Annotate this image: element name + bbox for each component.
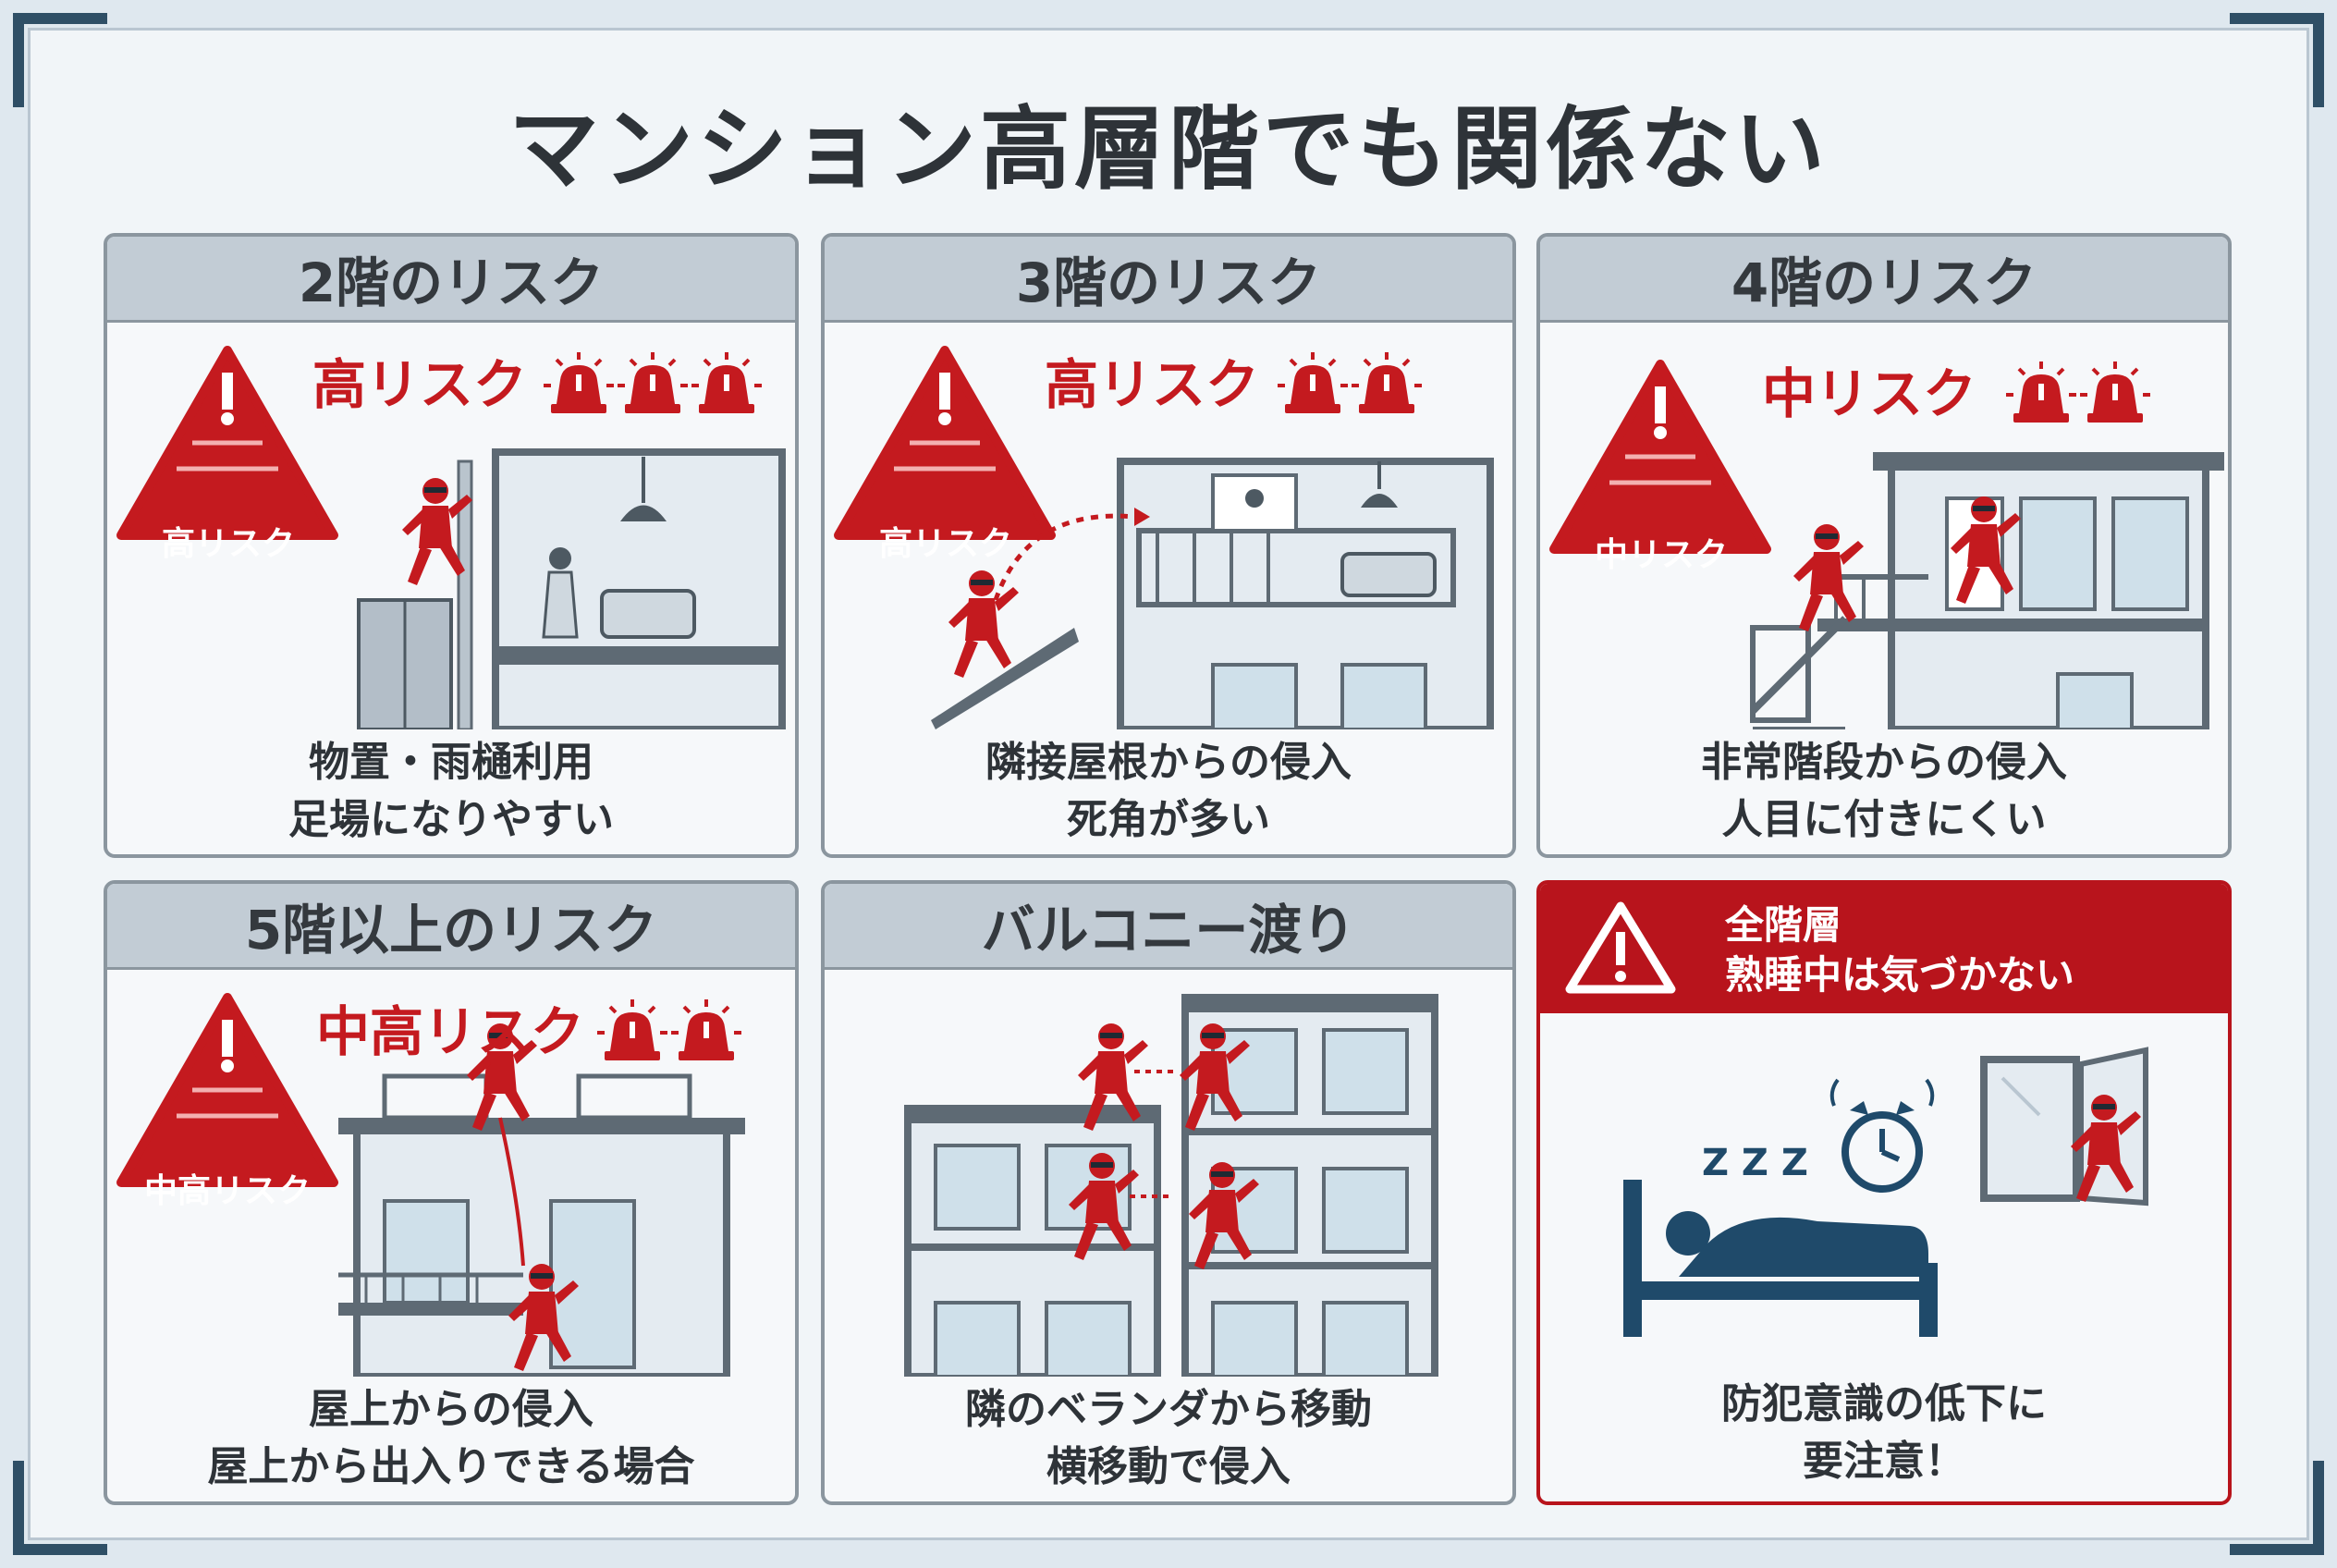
warning-triangle-icon — [838, 350, 1051, 535]
page-title: マンション高層階でも関係ない — [508, 97, 1829, 202]
risk-panel-3f: 3階のリスク 高リスク 高リスク — [821, 233, 1516, 858]
warning-triangle-icon — [1554, 364, 1767, 549]
burglar-figure — [948, 570, 1019, 678]
alert-title: 全階層 熟睡中は気づかない — [1725, 900, 2074, 1000]
alarm-icon — [595, 998, 669, 1062]
risk-level: 高リスク — [312, 353, 528, 416]
risk-triangle-label: 中リスク — [1594, 536, 1728, 574]
break-in-illustration-2f — [107, 323, 786, 729]
break-in-illustration-4f — [1540, 360, 2224, 729]
alarm-icon — [1350, 350, 1424, 415]
risk-level: 高リスク — [1045, 353, 1260, 416]
caption-line: 防犯意識の低下に — [1721, 1380, 2047, 1427]
balcony-traverse-illustration — [904, 994, 1438, 1377]
all-floors-alert-panel: 全階層 熟睡中は気づかない Z Z Z — [1536, 880, 2232, 1505]
warning-triangle-icon — [121, 350, 334, 535]
panel-caption: 非常階段からの侵入 人目に付きにくい — [1540, 734, 2228, 849]
sleep-z-icon: Z Z Z — [1702, 1142, 1808, 1184]
caption-line: 屋上からの侵入 — [309, 1386, 593, 1433]
break-in-illustration-3f — [825, 323, 1494, 729]
caption-line: 人目に付きにくい — [1721, 796, 2047, 843]
caption-line: 要注意！ — [1803, 1438, 1965, 1485]
frame-corner — [2230, 1461, 2324, 1555]
caption-line: 隣接屋根からの侵入 — [985, 739, 1352, 786]
alarm-icon — [616, 350, 690, 415]
caption-line: 非常階段からの侵入 — [1701, 739, 2067, 786]
panel-caption: 隣接屋根からの侵入 死角が多い — [825, 734, 1512, 849]
risk-triangle-label: 高リスク — [161, 525, 295, 563]
risk-panel-2f: 2階のリスク 高リスク 高リスク 物置・雨樋利用 — [104, 233, 799, 858]
break-in-illustration-5f — [107, 970, 745, 1377]
alarm-icon — [669, 998, 743, 1062]
panel-heading: 5階以上のリスク — [107, 884, 795, 970]
caption-line: 屋上から出入りできる場合 — [207, 1443, 695, 1490]
warning-triangle-icon — [121, 998, 334, 1182]
panel-caption: 屋上からの侵入 屋上から出入りできる場合 — [107, 1381, 795, 1496]
panel-heading: 2階のリスク — [107, 237, 795, 323]
alarm-icon — [1276, 350, 1350, 415]
window-icon — [1980, 1047, 2148, 1207]
bed-icon — [1623, 1180, 1938, 1337]
panel-caption: 物置・雨樋利用 足場になりやすい — [107, 734, 795, 849]
alarm-clock-icon — [1829, 1078, 1935, 1193]
caption-line: 足場になりやすい — [288, 796, 614, 843]
caption-line: 横移動で侵入 — [1046, 1443, 1291, 1490]
frame-corner — [13, 1461, 107, 1555]
alert-title-line: 全階層 — [1725, 902, 1842, 948]
alert-header: 全階層 熟睡中は気づかない — [1540, 884, 2228, 1013]
sleeping-illustration: Z Z Z — [1623, 1047, 2148, 1337]
alert-title-line: 熟睡中は気づかない — [1725, 952, 2075, 998]
caption-line: 物置・雨樋利用 — [309, 739, 593, 786]
warning-icon — [1565, 901, 1676, 994]
panel-heading: 3階のリスク — [825, 237, 1512, 323]
frame-corner — [2230, 13, 2324, 107]
alarm-icon — [690, 350, 764, 415]
balcony-traverse-panel: バルコニー渡り — [821, 880, 1516, 1505]
panel-heading: 4階のリスク — [1540, 237, 2228, 323]
panel-heading: バルコニー渡り — [825, 884, 1512, 970]
alarm-icon — [542, 350, 616, 415]
caption-line: 死角が多い — [1067, 796, 1270, 843]
risk-level: 中高リスク — [316, 1000, 585, 1063]
alarm-icon — [2078, 360, 2152, 424]
risk-panel-5f-plus: 5階以上のリスク 中高リスク 中高リスク 屋上からの侵入 — [104, 880, 799, 1505]
frame-corner — [13, 13, 107, 107]
risk-level: 中リスク — [1762, 362, 1977, 425]
risk-triangle-label: 中高リスク — [143, 1172, 311, 1210]
alarm-icon — [2004, 360, 2078, 424]
panel-caption: 隣のベランダから移動 横移動で侵入 — [825, 1381, 1512, 1496]
risk-triangle-label: 高リスク — [878, 525, 1012, 563]
risk-panel-4f: 4階のリスク 中リスク 中リスク 非常階段 — [1536, 233, 2232, 858]
alert-caption: 防犯意識の低下に 要注意！ — [1540, 1376, 2228, 1490]
caption-line: 隣のベランダから移動 — [965, 1386, 1372, 1433]
